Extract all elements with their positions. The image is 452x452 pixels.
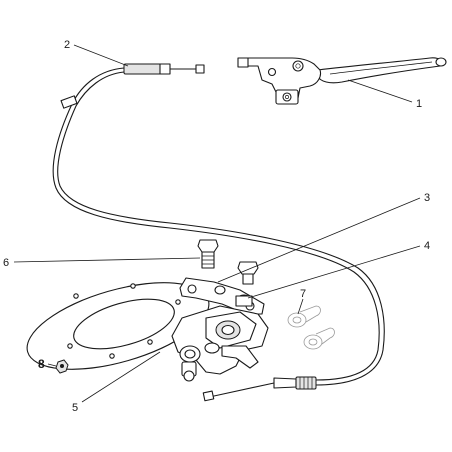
leader-line-4 <box>247 245 421 299</box>
caliper-assembly <box>171 285 269 382</box>
leader-line-7 <box>297 298 304 315</box>
callout-4: 4 <box>424 240 430 252</box>
leader-line-3 <box>217 197 421 283</box>
brake-lever-assembly <box>237 57 447 105</box>
leader-line-1 <box>347 79 413 103</box>
leader-line-6 <box>13 257 201 263</box>
brake-disc <box>26 282 210 370</box>
callout-8: 8 <box>38 357 45 371</box>
callout-5: 5 <box>72 402 78 414</box>
callout-6: 6 <box>3 257 9 269</box>
mounting-bolt <box>197 239 259 285</box>
callout-3: 3 <box>424 192 430 204</box>
leader-line-8 <box>47 363 57 367</box>
callout-7: 7 <box>300 288 306 300</box>
callout-1: 1 <box>416 98 422 110</box>
callout-2: 2 <box>64 39 70 51</box>
leader-line-2 <box>73 44 129 67</box>
leader-line-5 <box>81 351 161 403</box>
retaining-clips <box>287 305 335 350</box>
nut <box>55 359 69 374</box>
brake-cable <box>52 63 385 402</box>
